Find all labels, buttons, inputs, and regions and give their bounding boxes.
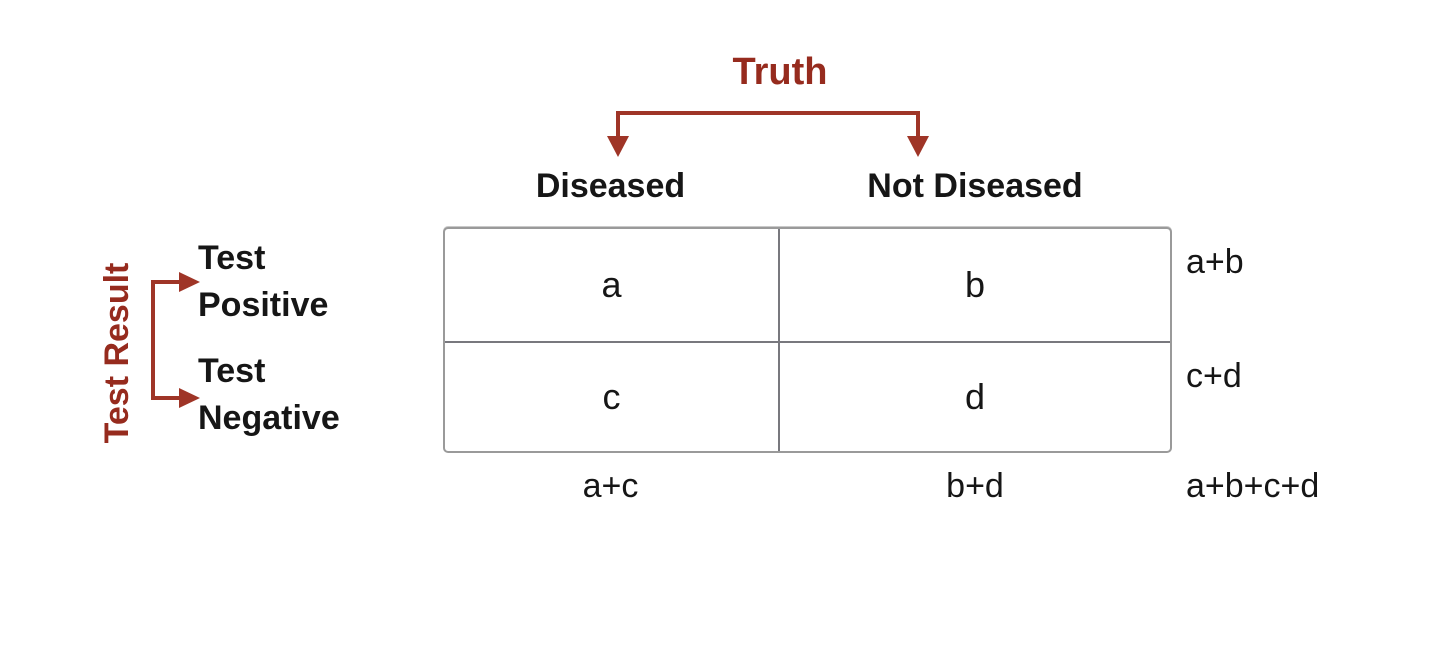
row-header-test-positive: Test Positive xyxy=(198,235,418,329)
grand-total: a+b+c+d xyxy=(1186,467,1320,505)
column-total-not-diseased: b+d xyxy=(946,467,1004,505)
truth-split-arrow-icon xyxy=(607,111,929,157)
row-header-line: Negative xyxy=(198,399,340,437)
cell-false-negative: c xyxy=(445,343,780,451)
cell-false-positive: b xyxy=(780,229,1170,343)
truth-group-title: Truth xyxy=(732,51,828,93)
row-total-test-positive: a+b xyxy=(1186,243,1244,281)
column-header-diseased: Diseased xyxy=(535,167,686,205)
row-header-line: Positive xyxy=(198,286,329,324)
cell-true-positive: a xyxy=(445,229,780,343)
column-header-not-diseased: Not Diseased xyxy=(867,167,1083,205)
row-header-line: Test xyxy=(198,352,266,390)
column-total-diseased: a+c xyxy=(582,467,639,505)
test-result-group-title: Test Result xyxy=(98,262,136,444)
cell-true-negative: d xyxy=(964,376,986,417)
row-total-test-negative: c+d xyxy=(1186,357,1242,395)
test-result-split-arrow-icon xyxy=(151,272,200,408)
contingency-table: a b c d xyxy=(443,227,1172,453)
row-header-test-negative: Test Negative xyxy=(198,348,418,442)
row-header-line: Test xyxy=(198,239,266,277)
